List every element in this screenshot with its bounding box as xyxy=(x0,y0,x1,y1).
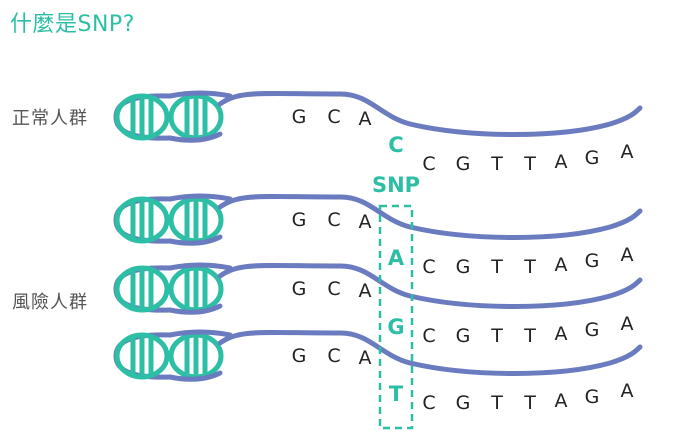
base-letter: A xyxy=(621,380,634,402)
dna-strand xyxy=(217,193,643,240)
base-letter: G xyxy=(292,106,307,128)
base-letter: G xyxy=(292,345,307,367)
helix-coil-left xyxy=(114,265,170,313)
base-letter: T xyxy=(523,325,536,347)
base-letter: A xyxy=(555,323,568,345)
base-letter: A xyxy=(359,347,372,369)
helix-strand-bottom xyxy=(167,234,223,246)
snp-label: SNP xyxy=(372,173,420,197)
base-letter: G xyxy=(585,147,600,169)
dna-strand xyxy=(217,329,643,376)
base-letter: A xyxy=(555,254,568,276)
base-letter: A xyxy=(621,313,634,335)
base-letter: C xyxy=(327,278,340,300)
base-letter: C xyxy=(422,256,435,278)
base-letter: A xyxy=(621,141,634,163)
helix-coil-left xyxy=(114,332,170,380)
helix-coil-left xyxy=(114,93,170,141)
base-letter: A xyxy=(555,151,568,173)
base-letter: G xyxy=(456,392,471,414)
page-title: 什麼是SNP? xyxy=(10,12,135,37)
base-letter: C xyxy=(327,106,340,128)
snp-base-letter: C xyxy=(388,133,403,157)
base-letter: T xyxy=(490,256,503,278)
base-letter: G xyxy=(456,256,471,278)
base-letter: A xyxy=(359,280,372,302)
helix-strand-top xyxy=(167,329,233,338)
base-letter: T xyxy=(523,392,536,414)
base-letter: C xyxy=(327,345,340,367)
base-letter: C xyxy=(422,325,435,347)
base-letter: T xyxy=(490,392,503,414)
base-letter: G xyxy=(585,386,600,408)
base-letter: G xyxy=(292,209,307,231)
base-letter: G xyxy=(456,325,471,347)
helix-coil-left xyxy=(114,196,170,244)
base-letter: T xyxy=(490,153,503,175)
base-letter: G xyxy=(292,278,307,300)
helix-strand-bottom xyxy=(167,131,223,143)
normal-group-label: 正常人群 xyxy=(12,108,88,129)
base-letter: C xyxy=(422,153,435,175)
dna-strand xyxy=(217,262,643,309)
risk-group-label: 風險人群 xyxy=(12,292,88,313)
snp-base-letter: T xyxy=(389,382,404,406)
snp-highlight-box xyxy=(378,204,414,430)
base-letter: T xyxy=(490,325,503,347)
helix-strand-bottom xyxy=(167,303,223,315)
base-letter: G xyxy=(585,319,600,341)
base-letter: T xyxy=(523,153,536,175)
dna-strand xyxy=(217,90,643,137)
base-letter: T xyxy=(523,256,536,278)
base-letter: C xyxy=(422,392,435,414)
base-letter: A xyxy=(359,211,372,233)
helix-strand-bottom xyxy=(167,370,223,382)
base-letter: G xyxy=(456,153,471,175)
snp-base-letter: A xyxy=(388,246,405,270)
base-letter: A xyxy=(555,390,568,412)
snp-base-letter: G xyxy=(387,315,404,339)
helix-strand-top xyxy=(167,262,233,271)
base-letter: A xyxy=(621,244,634,266)
base-letter: G xyxy=(585,250,600,272)
base-letter: C xyxy=(327,209,340,231)
helix-strand-top xyxy=(167,90,233,99)
helix-strand-top xyxy=(167,193,233,202)
base-letter: A xyxy=(359,108,372,130)
